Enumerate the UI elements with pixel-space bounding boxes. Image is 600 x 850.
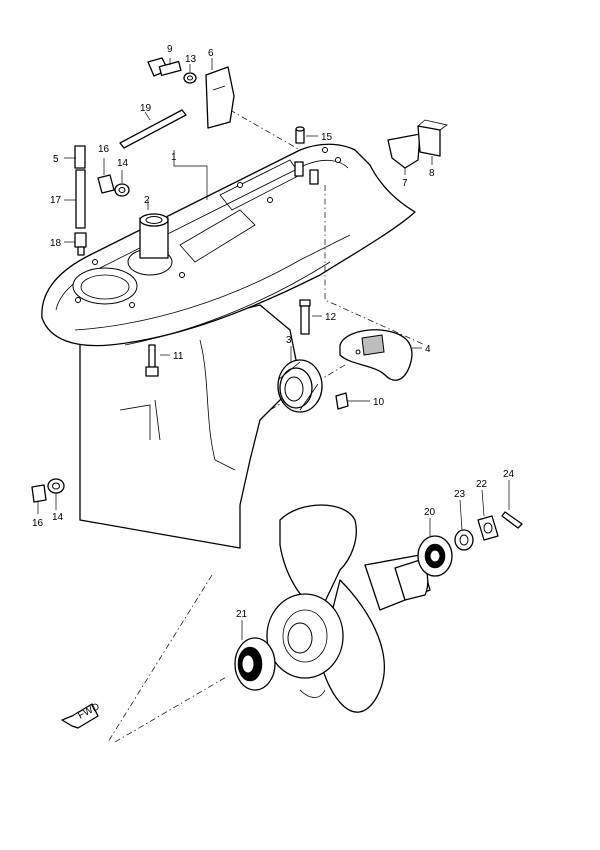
callout-9: 9 bbox=[167, 44, 173, 55]
callout-16-lower: 16 bbox=[32, 518, 44, 529]
callout-13: 13 bbox=[185, 54, 197, 65]
callout-24: 24 bbox=[503, 469, 515, 480]
part-21-spacer bbox=[234, 637, 276, 691]
callout-15: 15 bbox=[321, 132, 333, 143]
callout-23: 23 bbox=[454, 489, 466, 500]
callout-21: 21 bbox=[236, 609, 248, 620]
part-12-bolt bbox=[299, 299, 311, 335]
part-8-plate bbox=[417, 119, 448, 157]
callout-1: 1 bbox=[171, 152, 177, 163]
callout-14-lower: 14 bbox=[52, 512, 64, 523]
callout-17: 17 bbox=[50, 195, 62, 206]
fwd-arrow-icon: FWD bbox=[61, 701, 102, 729]
part-11-bolt bbox=[145, 344, 159, 377]
part-19-stud bbox=[119, 109, 187, 149]
part-14-gasket-lower bbox=[47, 478, 65, 494]
callout-19: 19 bbox=[140, 103, 152, 114]
part-15-dowel-pin bbox=[295, 126, 305, 144]
callout-12: 12 bbox=[325, 312, 337, 323]
callout-4: 4 bbox=[425, 344, 431, 355]
gear-case-housing bbox=[41, 143, 416, 549]
callout-11: 11 bbox=[173, 351, 184, 362]
propeller bbox=[266, 504, 431, 713]
callout-2: 2 bbox=[144, 195, 150, 206]
callout-numbers: 1 2 3 4 5 6 7 8 9 10 11 12 13 14 14 15 1… bbox=[32, 44, 515, 620]
part-20-thrust-washer bbox=[417, 535, 453, 577]
callout-8: 8 bbox=[429, 168, 435, 179]
part-13-washer bbox=[183, 72, 197, 84]
part-10-nut bbox=[335, 392, 349, 410]
callout-16-upper: 16 bbox=[98, 144, 110, 155]
callout-14-upper: 14 bbox=[117, 158, 129, 169]
part-5-seal bbox=[74, 145, 86, 169]
part-22-propeller-nut bbox=[477, 515, 499, 541]
part-17-water-tube bbox=[75, 169, 86, 229]
part-6-cover-plate bbox=[205, 66, 235, 129]
callout-5: 5 bbox=[53, 154, 59, 165]
callout-10: 10 bbox=[373, 397, 385, 408]
leader-lines bbox=[37, 58, 510, 640]
part-7-bracket bbox=[387, 133, 421, 169]
part-9-bolt bbox=[147, 57, 182, 77]
part-18-grommet bbox=[74, 232, 87, 256]
callout-22: 22 bbox=[476, 479, 488, 490]
part-14-gasket-upper bbox=[114, 183, 130, 197]
part-16-plug-upper bbox=[97, 174, 115, 194]
callout-3: 3 bbox=[286, 335, 292, 346]
callout-18: 18 bbox=[50, 238, 62, 249]
part-23-washer bbox=[454, 529, 474, 551]
callout-7: 7 bbox=[402, 178, 408, 189]
part-3-bearing bbox=[277, 359, 323, 413]
part-16-plug-lower bbox=[31, 484, 47, 503]
callout-20: 20 bbox=[424, 507, 436, 518]
part-4-trim-tab bbox=[339, 329, 413, 381]
part-24-cotter-pin bbox=[501, 511, 523, 529]
callout-6: 6 bbox=[208, 48, 214, 59]
